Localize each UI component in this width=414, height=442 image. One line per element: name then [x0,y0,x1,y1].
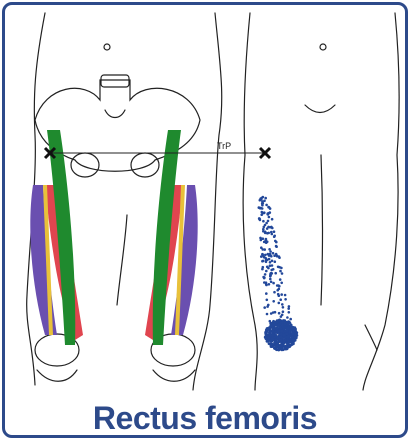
glute-line [305,105,335,113]
navel-right [320,44,326,50]
back-knee-line [365,325,377,350]
body-outline-right [193,13,222,390]
muscles-left-leg [30,130,83,345]
anatomy-illustration: TrP [5,5,408,438]
back-outline-left [243,13,257,390]
figure-frame: TrP Rectus femoris [2,2,408,438]
back-outline-right [363,13,399,390]
tibia-left [37,370,77,381]
femoral-head-right [131,153,159,177]
muscle-title: Rectus femoris [5,400,405,437]
referred-pain-pattern [258,196,299,352]
vertebra [101,75,129,87]
tibia-right [153,370,195,381]
back-inner-line [321,155,323,305]
inner-leg-line [117,215,127,305]
sacrum [105,110,125,118]
femoral-head-left [71,153,99,177]
trp-label: TrP [217,141,231,151]
navel-left [104,44,110,50]
